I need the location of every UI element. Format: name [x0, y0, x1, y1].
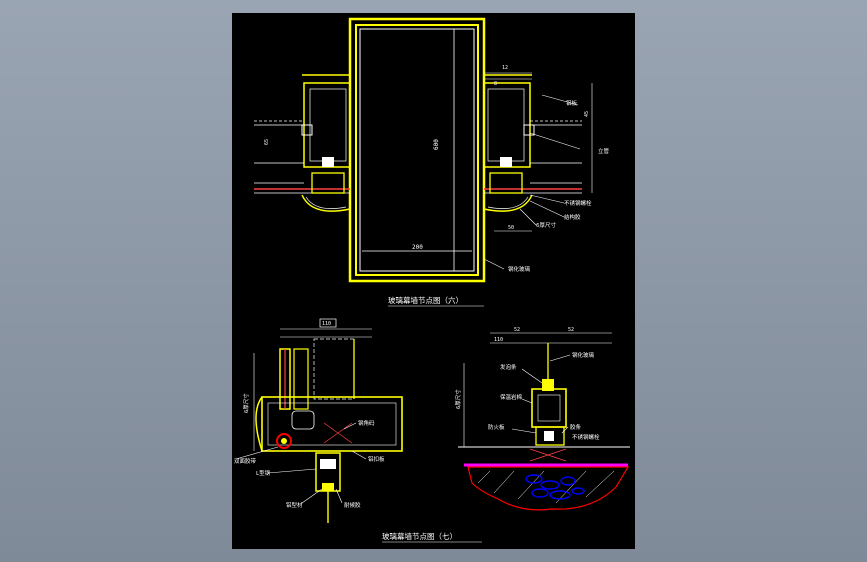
note-frame: 铝型材 — [286, 501, 303, 509]
note-glass-right: 钢化玻璃 — [572, 351, 595, 359]
dim-size-right: 6厚尺寸 — [454, 389, 462, 409]
top-detail: 600 200 65 — [254, 17, 610, 307]
dim-50: 50 — [508, 225, 514, 231]
note-bar: 钢角码 — [358, 419, 375, 427]
note-d: 防火板 — [488, 423, 505, 431]
note-b: 发泡条 — [500, 363, 517, 371]
dim-width-200: 200 — [412, 244, 423, 251]
note-mid: 耐候胶 — [344, 501, 361, 509]
fill-blobs — [525, 474, 585, 500]
note-bolt-right: 不锈钢螺栓 — [572, 433, 600, 441]
dim-52b: 52 — [568, 327, 574, 333]
title-top: 玻璃幕墙节点图（六） — [388, 295, 463, 305]
cad-drawing: 600 200 65 — [234, 17, 630, 543]
glass-pane — [359, 28, 475, 272]
note-f: 胶条 — [570, 423, 582, 431]
note-e: L型钢 — [256, 469, 271, 477]
bottom-left-detail: 110 6厚尺寸 双面胶带 L型钢 铝型材 耐候胶 钢角码 — [234, 318, 403, 523]
note-pipe: 立管 — [598, 147, 610, 155]
dim-65: 65 — [264, 139, 270, 145]
dim-size-left: 6厚尺寸 — [242, 393, 250, 413]
cad-drawing-sheet: 600 200 65 — [232, 13, 635, 549]
inner-frame — [355, 24, 479, 276]
dim-110: 110 — [322, 321, 331, 327]
right-mullion: 12 8 50 45 铝板 立管 不锈钢螺栓 结构胶 6厚尺寸 钢化玻璃 — [483, 65, 610, 273]
dim-110b: 110 — [494, 337, 503, 343]
dim-8: 8 — [494, 81, 497, 87]
left-mullion: 65 — [254, 74, 351, 212]
note-thickness: 铝板 — [566, 99, 578, 107]
outer-frame — [348, 17, 486, 283]
dim-52: 52 — [514, 327, 520, 333]
note-a: 铝扣板 — [368, 455, 385, 463]
dim-12: 12 — [502, 65, 508, 71]
bottom-right-detail: 52 52 110 6厚尺寸 — [454, 327, 630, 511]
note-c: 保温岩棉 — [500, 393, 523, 401]
note-glass: 钢化玻璃 — [508, 265, 531, 273]
note-bolt: 不锈钢螺栓 — [564, 199, 592, 207]
note-left-notch: 双面胶带 — [234, 457, 257, 465]
dim-45: 45 — [584, 111, 590, 117]
title-bottom: 玻璃幕墙节点图（七） — [382, 531, 457, 541]
note-sealant: 结构胶 — [564, 213, 581, 221]
note-size: 6厚尺寸 — [536, 221, 556, 229]
dim-height-600: 600 — [433, 139, 440, 150]
